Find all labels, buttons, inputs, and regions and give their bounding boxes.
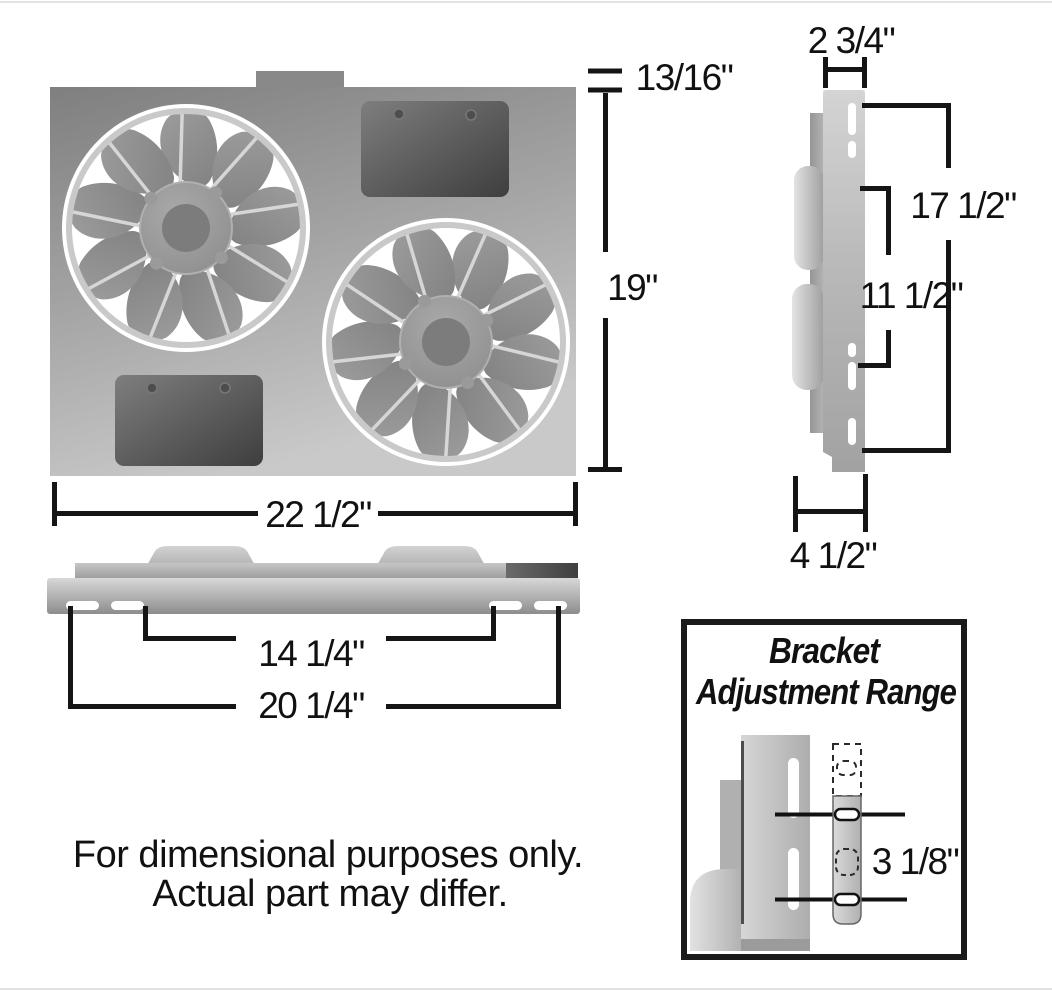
dim-depth-top-line — [823, 57, 867, 88]
inset-bracket-slots — [833, 807, 861, 907]
dim-mount-outer-line — [862, 103, 951, 453]
mount-span-inner-label: 11 1/2" — [860, 275, 963, 316]
inset-motor-silhouette — [690, 869, 741, 951]
inset-sliding-bracket — [832, 795, 862, 925]
mount-hole — [465, 109, 477, 121]
dim-depth-bottom-line — [793, 474, 868, 532]
front-view — [50, 71, 607, 503]
dim-slot-outer-line — [68, 606, 561, 709]
depth-bottom-label: 4 1/2" — [790, 535, 877, 576]
dim-tab-height-ticks — [588, 68, 622, 93]
bottom-shroud-face — [75, 563, 555, 578]
shroud-top-tab — [256, 71, 344, 88]
inset-title-line2: Adjustment Range — [695, 671, 957, 712]
side-dimension-lines — [793, 57, 951, 532]
inset-mounting-panel — [741, 735, 810, 951]
slot-span-outer-label: 20 1/4" — [258, 685, 364, 726]
mount-hole — [393, 108, 405, 120]
bottom-mounting-bar — [47, 578, 580, 614]
side-view — [792, 90, 865, 472]
side-strip-slots — [848, 103, 856, 445]
bottom-dimension-lines — [68, 606, 561, 709]
bracket-inset: Bracket Adjustment Range 3 1/8" — [681, 619, 967, 960]
dim-slot-inner-line — [143, 606, 496, 641]
inset-panel-edge-line — [741, 741, 744, 924]
top-edge-line — [0, 1, 1052, 3]
depth-top-label: 2 3/4" — [808, 20, 895, 61]
fan-left — [61, 104, 310, 352]
mount-hole — [146, 382, 158, 394]
inset-panel-shade — [741, 939, 810, 951]
side-motor-lower — [792, 284, 824, 390]
mount-hole — [219, 382, 231, 394]
motor-box-top-right — [361, 101, 509, 197]
mount-span-outer-label: 17 1/2" — [910, 185, 1016, 226]
dim-overall-height-line — [588, 93, 622, 472]
bracket-range-label: 3 1/8" — [872, 841, 959, 882]
motor-box-bottom-left — [115, 375, 263, 466]
tab-height-label: 13/16" — [636, 57, 733, 98]
inset-title-line1: Bracket — [769, 630, 882, 671]
bottom-edge-line — [0, 988, 1052, 990]
slot-span-inner-label: 14 1/4" — [258, 633, 364, 674]
overall-height-label: 19" — [607, 267, 657, 308]
overall-width-label: 22 1/2" — [265, 494, 371, 535]
front-dimension-lines — [52, 68, 622, 526]
inset-bracket-mid-ghost-slot — [835, 848, 859, 876]
bottom-shroud-face-end — [506, 563, 578, 578]
disclaimer-line2: Actual part may differ. — [152, 873, 507, 915]
disclaimer-line1: For dimensional purposes only. — [73, 834, 583, 876]
dim-mount-inner-line — [858, 186, 891, 368]
dim-overall-width-line — [52, 482, 578, 526]
inset-panel-slots — [788, 758, 799, 910]
bottom-view — [47, 546, 580, 614]
bottom-bar-slots — [66, 601, 567, 610]
side-motor-upper — [794, 166, 824, 270]
